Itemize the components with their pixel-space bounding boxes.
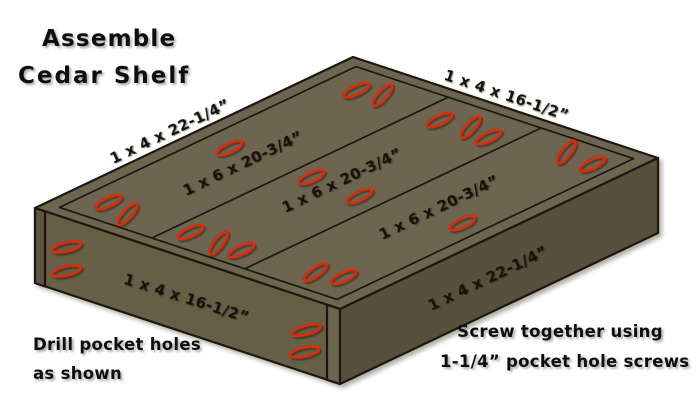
pocket-hole-icon (207, 230, 229, 256)
pocket-hole-icon (341, 81, 371, 99)
note-pocket-hole-screws: 1-1/4” pocket hole screws (440, 352, 690, 371)
pocket-hole-icon (296, 168, 326, 186)
pocket-hole-icon (226, 241, 256, 259)
pocket-hole-icon (49, 240, 83, 254)
shelf-body (33, 55, 660, 386)
pocket-hole-icon (301, 261, 329, 283)
pocket-hole-icon (290, 322, 322, 338)
pocket-hole-icon (287, 345, 321, 359)
pocket-hole-icon (555, 139, 577, 165)
front-right-rail-face (338, 156, 660, 386)
pocket-hole-icon (458, 114, 482, 140)
board-joint-line-1 (151, 96, 449, 239)
pocket-hole-icon (370, 82, 394, 108)
page-title-line-1: Assemble (42, 26, 177, 52)
note-drill-pocket-holes: Drill pocket holes (33, 335, 201, 354)
pocket-hole-icon (328, 268, 358, 286)
pocket-hole-icon (577, 155, 607, 173)
rail-inner-edge-outline (58, 65, 635, 301)
note-screw-together: Screw together using (457, 322, 663, 341)
note-as-shown: as shown (33, 364, 122, 383)
left-end-grain-sliver (33, 206, 47, 288)
page-title-line-2: Cedar Shelf (18, 63, 191, 89)
pocket-hole-icon (344, 187, 374, 205)
pocket-hole-icon (473, 128, 503, 146)
pocket-hole-icon (49, 264, 83, 278)
pocket-hole-icon (93, 193, 123, 211)
pocket-hole-icon (424, 111, 454, 129)
near-corner-end-grain-strip (325, 303, 342, 386)
pocket-hole-icon (214, 139, 244, 157)
pocket-holes-group (49, 81, 607, 359)
board-joint-line-2 (244, 127, 542, 270)
pocket-hole-icon (115, 201, 139, 227)
pocket-hole-icon (175, 223, 205, 241)
pocket-hole-icon (447, 214, 477, 232)
